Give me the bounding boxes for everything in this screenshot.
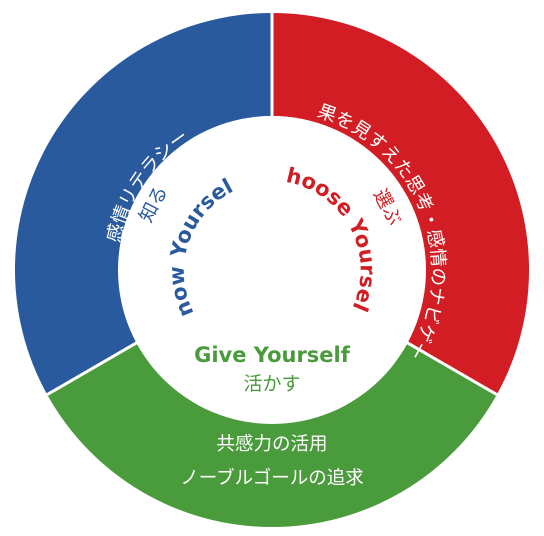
separator-line <box>406 341 498 396</box>
give-segment <box>47 342 497 528</box>
know-segment <box>14 12 272 395</box>
choose-segment <box>272 12 530 395</box>
give-yourself-label: Give Yourself <box>194 343 351 367</box>
separator-line <box>46 341 138 396</box>
center-disc <box>118 116 426 424</box>
give-japanese-label: 活かす <box>243 373 300 395</box>
give-ring-line-1: 共感力の活用 <box>216 434 327 455</box>
give-ring-line-2: ノーブルゴールの追求 <box>180 467 364 489</box>
